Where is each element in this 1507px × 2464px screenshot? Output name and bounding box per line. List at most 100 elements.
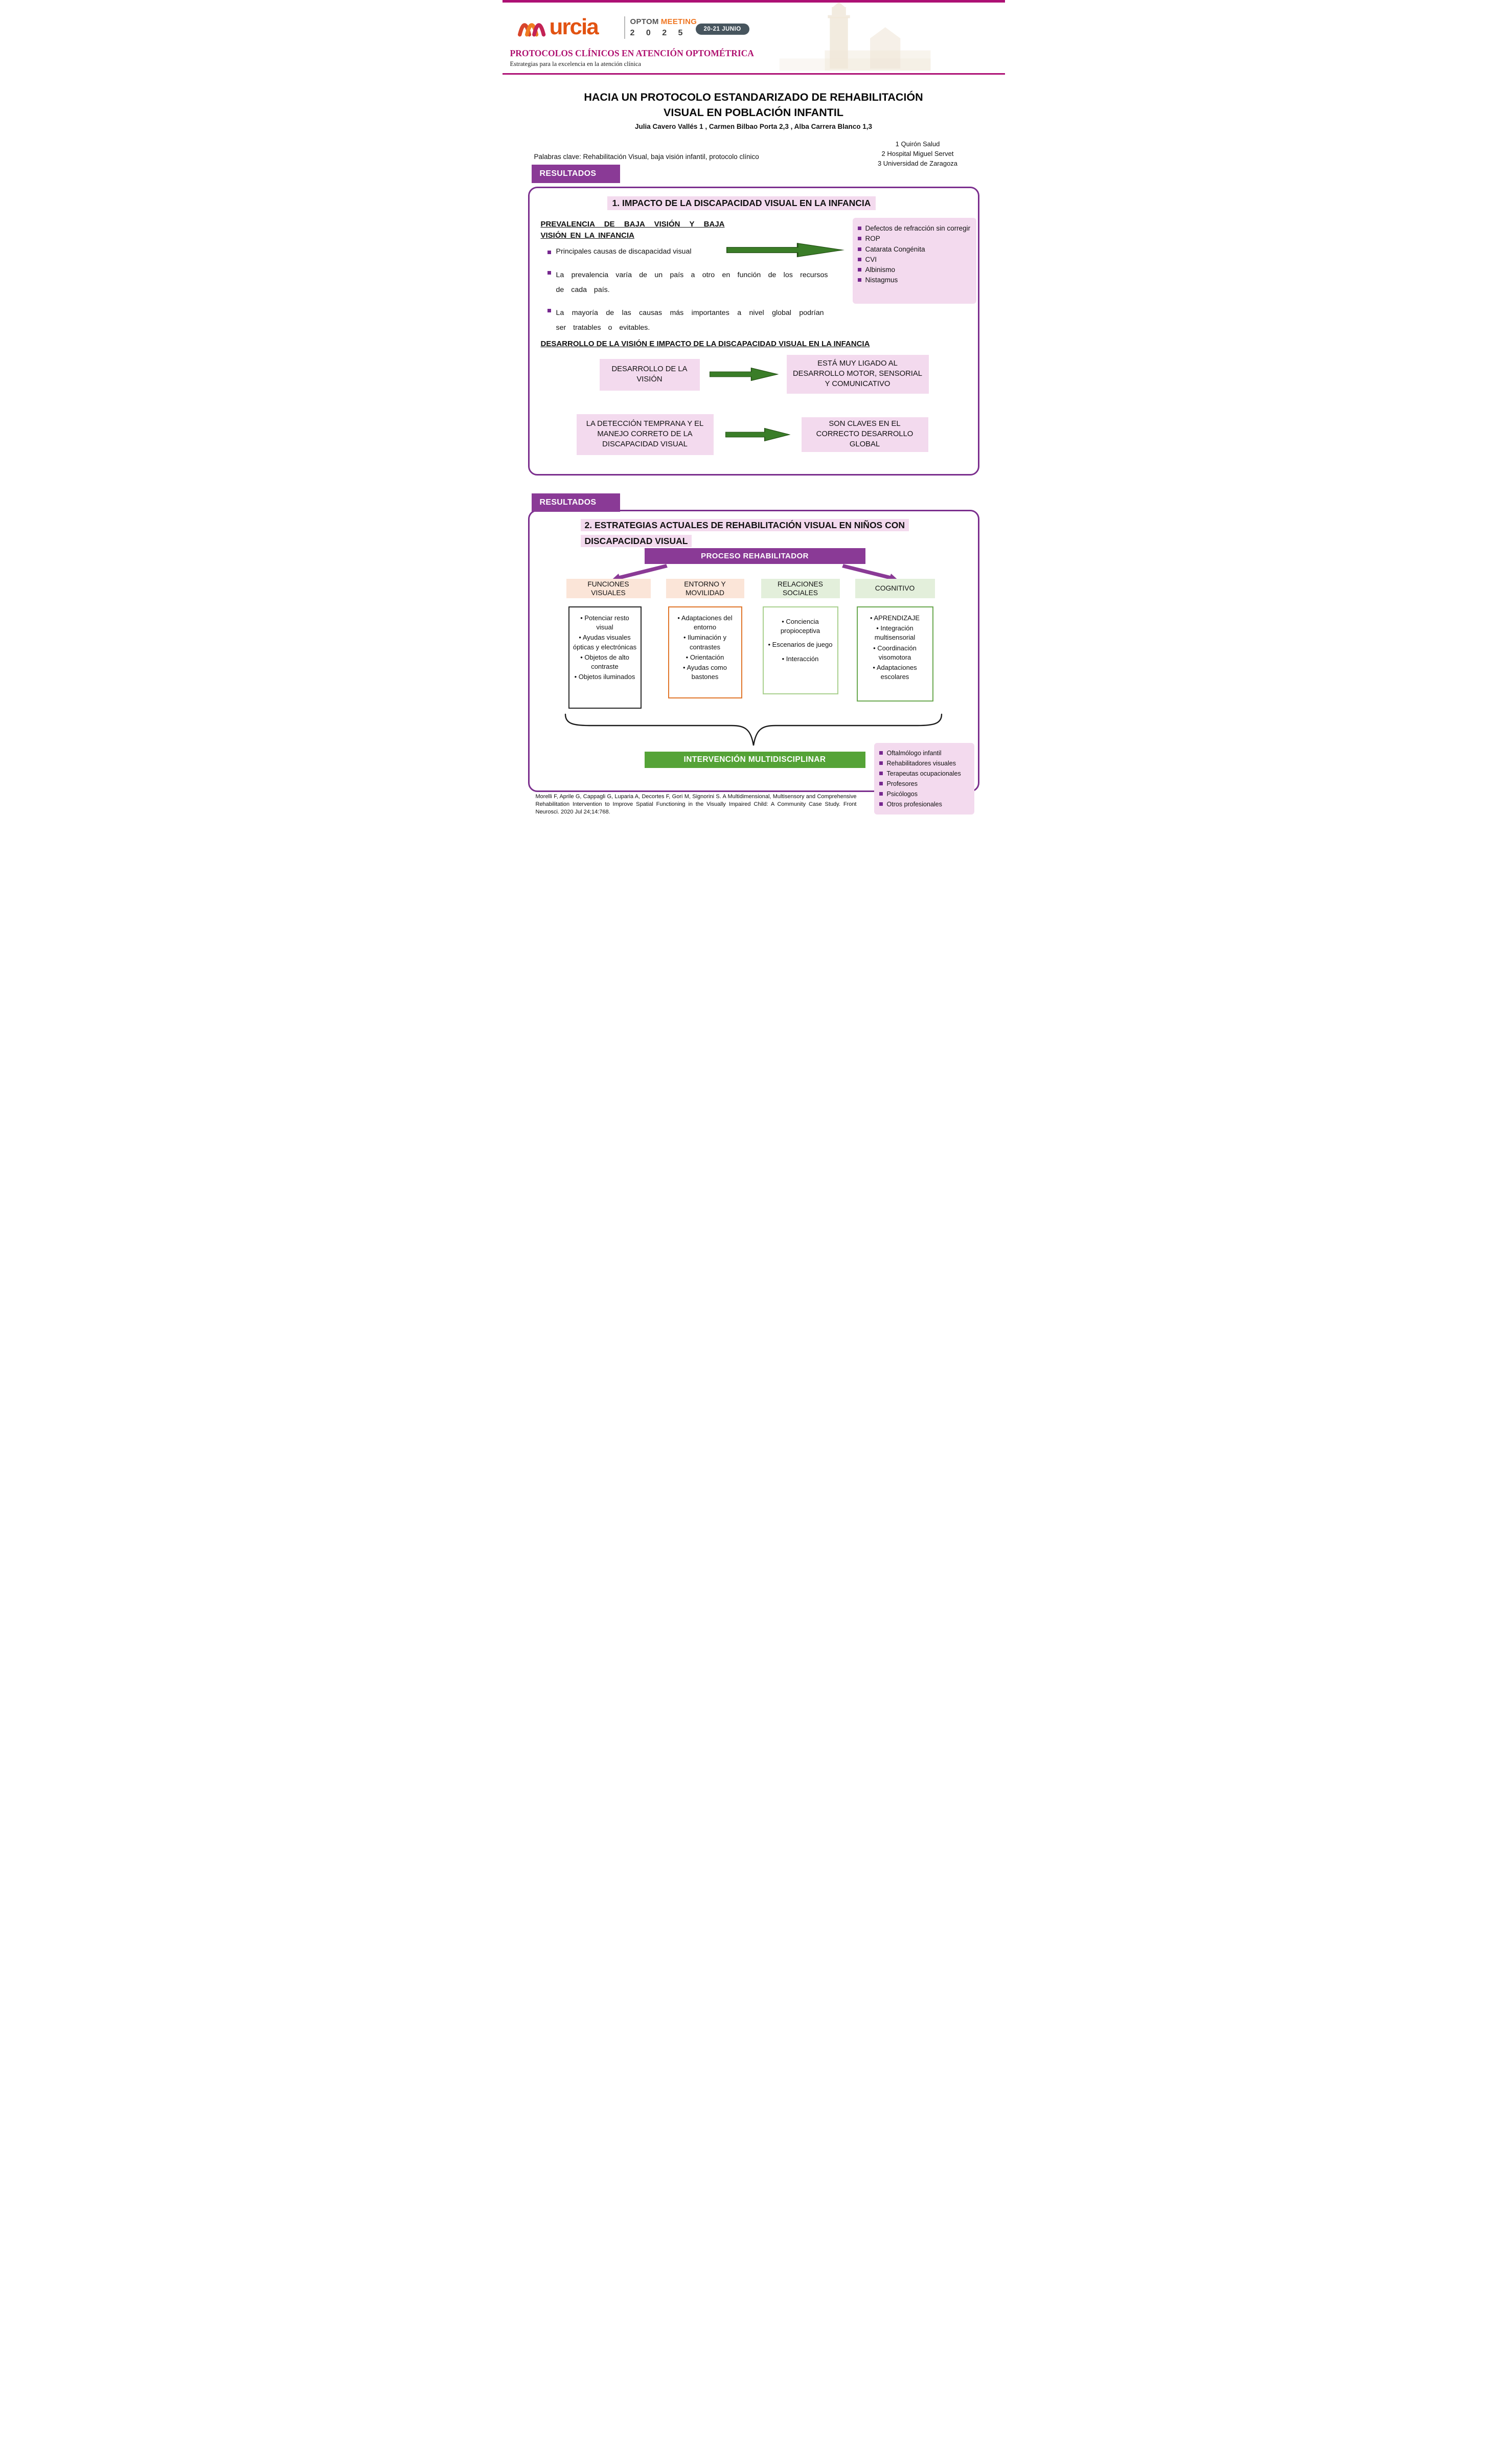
murcia-waves-icon xyxy=(517,23,545,37)
professional-text: Otros profesionales xyxy=(886,801,942,808)
square-bullet-icon xyxy=(857,257,861,261)
top-accent-bar xyxy=(502,0,1005,3)
list-item: Adaptaciones del entorno xyxy=(672,614,739,632)
list-item: Ayudas como bastones xyxy=(672,663,739,682)
event-subtitle: Estrategias para la excelencia en la ate… xyxy=(510,60,641,67)
down-right-arrow-icon xyxy=(841,564,898,581)
section1-heading: 1. IMPACTO DE LA DISCAPACIDAD VISUAL EN … xyxy=(607,196,876,210)
flow-box-motor-development: ESTÁ MUY LIGADO AL DESARROLLO MOTOR, SEN… xyxy=(786,355,929,394)
cause-text: Nistagmus xyxy=(865,276,898,284)
section2-heading: 2. ESTRATEGIAS ACTUALES DE REHABILITACIÓ… xyxy=(580,517,954,549)
list-item: Adaptaciones escolares xyxy=(860,663,930,682)
event-title: PROTOCOLOS CLÍNICOS EN ATENCIÓN OPTOMÉTR… xyxy=(510,48,754,58)
professional-text: Terapeutas ocupacionales xyxy=(886,770,961,777)
results-label-2: RESULTADOS xyxy=(531,493,620,512)
square-bullet-icon xyxy=(857,247,861,251)
cause-text: Catarata Congénita xyxy=(865,245,925,253)
title-line1: HACIA UN PROTOCOLO ESTANDARIZADO DE REHA… xyxy=(584,91,923,103)
header-divider xyxy=(502,73,1005,75)
square-bullet-icon xyxy=(879,802,883,806)
murcia-wordmark: urcia xyxy=(549,14,599,40)
intervention-box: INTERVENCIÓN MULTIDISCIPLINAR xyxy=(644,752,865,768)
causes-box: Defectos de refracción sin corregir ROP … xyxy=(852,218,976,304)
square-bullet-icon xyxy=(857,278,861,282)
murcia-logo: urcia xyxy=(517,13,599,40)
date-badge: 20-21 JUNIO xyxy=(695,24,749,35)
results-label-1: RESULTADOS xyxy=(531,165,620,183)
affiliation: 1 Quirón Salud xyxy=(895,140,940,148)
square-bullet-icon xyxy=(879,782,883,785)
square-bullet-icon xyxy=(547,271,551,275)
professional-text: Rehabilitadores visuales xyxy=(886,760,956,767)
bullet-prevalence: La prevalencia varía de un país a otro e… xyxy=(547,268,828,298)
authors: Julia Cavero Vallés 1 , Carmen Bilbao Po… xyxy=(635,123,872,130)
heading-line1: 2. ESTRATEGIAS ACTUALES DE REHABILITACIÓ… xyxy=(580,519,909,531)
affiliation: 2 Hospital Miguel Servet xyxy=(881,149,954,157)
square-bullet-icon xyxy=(857,227,861,230)
list-item: Ayudas visuales ópticas y electrónicas xyxy=(572,633,638,651)
bullet-text: Principales causas de discapacidad visua… xyxy=(556,247,692,256)
under-brace-icon xyxy=(564,713,942,746)
professional-item: Oftalmólogo infantil xyxy=(879,748,969,758)
cause-item: CVI xyxy=(857,255,971,265)
professional-item: Profesores xyxy=(879,779,969,789)
column-box-cognitivo: APRENDIZAJEIntegración multisensorialCoo… xyxy=(856,606,933,702)
cause-text: ROP xyxy=(865,235,880,243)
bullet-global-causes: La mayoría de las causas más importantes… xyxy=(547,306,824,335)
cause-item: Nistagmus xyxy=(857,275,971,285)
keywords: Palabras clave: Rehabilitación Visual, b… xyxy=(534,153,759,161)
professional-text: Oftalmólogo infantil xyxy=(886,750,942,757)
square-bullet-icon xyxy=(547,251,551,254)
list-item: Conciencia propioceptiva xyxy=(766,617,835,636)
heading-line2: DISCAPACIDAD VISUAL xyxy=(580,534,692,547)
cause-text: Defectos de refracción sin corregir xyxy=(865,224,971,232)
cause-item: Defectos de refracción sin corregir xyxy=(857,223,971,234)
poster-title: HACIA UN PROTOCOLO ESTANDARIZADO DE REHA… xyxy=(503,90,1005,120)
list-item: Integración multisensorial xyxy=(860,624,930,642)
cause-text: Albinismo xyxy=(865,266,896,274)
column-header-relaciones-sociales: RELACIONES SOCIALES xyxy=(761,579,840,598)
square-bullet-icon xyxy=(879,772,883,775)
list-item: Iluminación y contrastes xyxy=(672,633,739,651)
column-box-relaciones-sociales: Conciencia propioceptivaEscenarios de ju… xyxy=(762,606,838,694)
professional-text: Profesores xyxy=(886,780,918,787)
cathedral-illustration xyxy=(779,2,930,71)
square-bullet-icon xyxy=(857,268,861,272)
list-item: Potenciar resto visual xyxy=(572,614,638,632)
right-arrow-icon xyxy=(709,367,779,381)
development-heading: DESARROLLO DE LA VISIÓN E IMPACTO DE LA … xyxy=(540,340,870,348)
column-box-funciones-visuales: Potenciar resto visualAyudas visuales óp… xyxy=(568,606,642,709)
cause-item: Albinismo xyxy=(857,265,971,275)
section1-box: 1. IMPACTO DE LA DISCAPACIDAD VISUAL EN … xyxy=(528,187,979,476)
square-bullet-icon xyxy=(879,751,883,755)
list-item: Interacción xyxy=(766,654,835,664)
bullet-main-causes: Principales causas de discapacidad visua… xyxy=(547,247,692,256)
process-box: PROCESO REHABILITADOR xyxy=(644,548,865,564)
professionals-box: Oftalmólogo infantil Rehabilitadores vis… xyxy=(874,743,974,815)
meeting-label: MEETING xyxy=(660,17,697,26)
professional-item: Otros profesionales xyxy=(879,799,969,809)
cause-item: ROP xyxy=(857,234,971,244)
square-bullet-icon xyxy=(857,237,861,241)
reference-citation: Morelli F, Aprile G, Cappagli G, Luparia… xyxy=(535,794,857,816)
flow-box-global-development: SON CLAVES EN EL CORRECTO DESARROLLO GLO… xyxy=(801,417,928,452)
bullet-text: La prevalencia varía de un país a otro e… xyxy=(556,271,828,295)
column-box-entorno-movilidad: Adaptaciones del entornoIluminación y co… xyxy=(668,606,742,698)
year-label: 2 0 2 5 xyxy=(630,29,688,37)
list-item: Escenarios de juego xyxy=(766,640,835,649)
square-bullet-icon xyxy=(879,761,883,765)
professional-item: Terapeutas ocupacionales xyxy=(879,768,969,779)
prevalence-heading: PREVALENCIA DE BAJA VISIÓN Y BAJA VISIÓN… xyxy=(540,220,725,240)
list-item: Objetos iluminados xyxy=(572,672,638,682)
down-left-arrow-icon xyxy=(611,564,668,581)
flow-box-vision-development: DESARROLLO DE LA VISIÓN xyxy=(599,359,700,391)
flow-box-early-detection: LA DETECCIÓN TEMPRANA Y EL MANEJO CORRET… xyxy=(576,414,714,455)
logo-divider xyxy=(624,16,625,39)
list-item: Objetos de alto contraste xyxy=(572,653,638,671)
cause-text: CVI xyxy=(865,255,877,263)
column-header-funciones-visuales: FUNCIONES VISUALES xyxy=(566,579,651,598)
bullet-text: La mayoría de las causas más importantes… xyxy=(556,309,824,332)
